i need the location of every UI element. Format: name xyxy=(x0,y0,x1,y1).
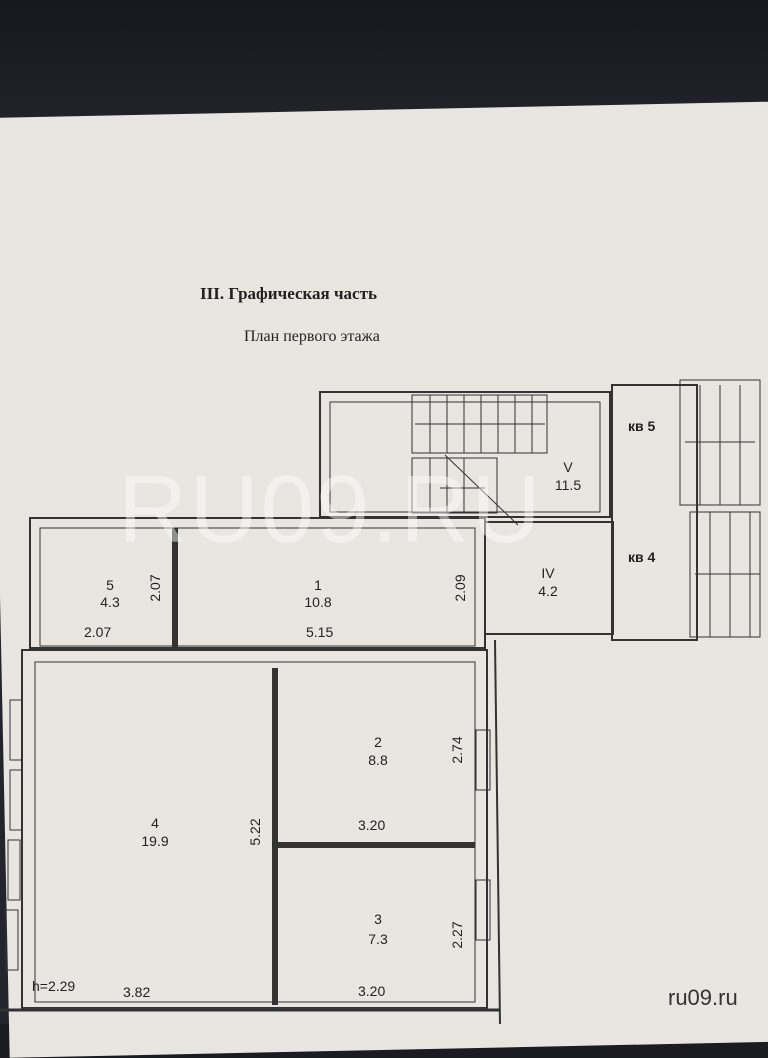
room-IV-number: IV xyxy=(541,565,555,581)
stairs-top xyxy=(411,394,548,526)
stairs-right xyxy=(679,379,761,638)
room-V-area: 11.5 xyxy=(555,477,581,493)
upper-rooms-inner xyxy=(39,527,476,647)
dim-room3-width: 3.20 xyxy=(358,983,385,999)
upper-rooms-wall xyxy=(29,517,486,649)
dim-room5-width: 2.07 xyxy=(84,624,111,640)
lower-rooms-inner xyxy=(34,661,476,1003)
room-3-number: 3 xyxy=(374,911,382,927)
room-3-area: 7.3 xyxy=(368,931,388,947)
windows xyxy=(5,699,491,971)
dim-room3-height: 2.27 xyxy=(449,921,465,948)
ceiling-height-label: h=2.29 xyxy=(32,978,75,994)
dim-room2-width: 3.20 xyxy=(358,817,385,833)
room-5-area: 4.3 xyxy=(100,594,120,610)
room-2-number: 2 xyxy=(374,734,382,750)
floor-plan: 5 4.3 1 10.8 IV 4.2 V 11.5 2 8.8 4 19.9 … xyxy=(0,379,761,1024)
room-V-number: V xyxy=(563,459,573,475)
room-4-number: 4 xyxy=(151,815,159,831)
stairwell-inner xyxy=(329,401,601,513)
dim-room2-height: 2.74 xyxy=(449,736,465,763)
apartment-5-label: кв 5 xyxy=(628,418,656,434)
dim-room5-height: 2.07 xyxy=(147,574,163,601)
room-1-number: 1 xyxy=(314,577,322,593)
dim-room4-width: 3.82 xyxy=(123,984,150,1000)
room-1-area: 10.8 xyxy=(304,594,331,610)
watermark-small: ru09.ru xyxy=(668,985,738,1010)
room-IV-area: 4.2 xyxy=(538,583,558,599)
dim-room1-height: 2.09 xyxy=(452,574,468,601)
dim-room1-width: 5.15 xyxy=(306,624,333,640)
room-2-area: 8.8 xyxy=(368,752,388,768)
watermark: RU09.RU xyxy=(118,456,543,563)
room-5-number: 5 xyxy=(106,577,114,593)
right-wall xyxy=(494,639,501,1024)
dim-room4-height: 5.22 xyxy=(247,818,263,845)
section-title: III. Графическая часть xyxy=(200,284,377,303)
room-4-area: 19.9 xyxy=(141,833,168,849)
plan-subtitle: План первого этажа xyxy=(244,328,380,345)
apartment-4-label: кв 4 xyxy=(628,549,656,565)
